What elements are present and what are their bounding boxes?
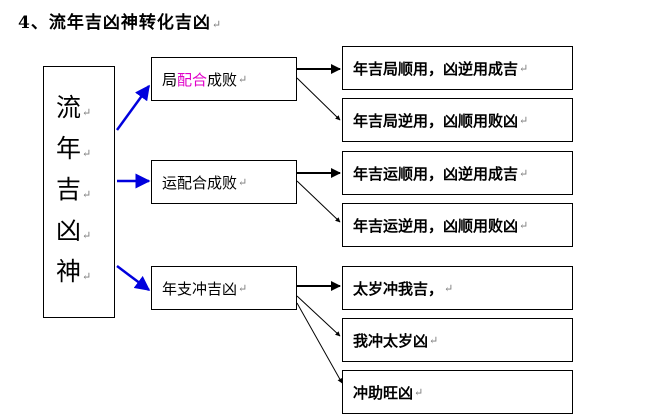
paragraph-mark-icon: ↵ — [444, 281, 454, 295]
group-label: 成败 — [207, 70, 238, 89]
blue-arrow — [116, 265, 151, 291]
root-char: 年↵ — [56, 133, 92, 163]
paragraph-mark-icon: ↵ — [238, 175, 248, 189]
blue-arrow — [115, 84, 151, 131]
root-char: 吉↵ — [56, 174, 92, 204]
paragraph-mark-icon: ↵ — [211, 18, 223, 31]
leaf-box: 年吉局逆用，凶顺用败凶↵ — [342, 98, 573, 142]
paragraph-mark-icon: ↵ — [519, 113, 529, 127]
leaf-label: 我冲太岁凶 — [353, 331, 429, 350]
paragraph-mark-icon: ↵ — [82, 187, 92, 201]
group-label: 运配合成败 — [162, 173, 238, 192]
root-char: 神↵ — [56, 256, 92, 286]
title-text: 4、流年吉凶神转化吉凶 — [18, 13, 211, 33]
leaf-label: 年吉局顺用，凶逆用成吉 — [353, 59, 519, 78]
group-box-nianzhi: 年支冲吉凶↵ — [151, 266, 297, 310]
paragraph-mark-icon: ↵ — [519, 218, 529, 232]
paragraph-mark-icon: ↵ — [238, 72, 248, 86]
group-box-ju: 局配合成败↵ — [151, 57, 297, 101]
group-label: 局 — [162, 70, 178, 89]
paragraph-mark-icon: ↵ — [519, 166, 529, 180]
paragraph-mark-icon: ↵ — [82, 228, 92, 242]
leaf-box: 年吉运顺用，凶逆用成吉↵ — [342, 151, 573, 195]
paragraph-mark-icon: ↵ — [82, 146, 92, 160]
paragraph-mark-icon: ↵ — [519, 61, 529, 75]
leaf-box: 年吉局顺用，凶逆用成吉↵ — [342, 46, 573, 90]
group-label-highlight: 配合 — [177, 70, 208, 89]
leaf-box: 年吉运逆用，凶顺用败凶↵ — [342, 203, 573, 247]
leaf-label: 太岁冲我吉， — [353, 279, 444, 298]
group-box-yun: 运配合成败↵ — [151, 160, 297, 204]
leaf-label: 冲助旺凶 — [353, 383, 414, 402]
black-arrow — [296, 302, 343, 384]
root-char: 流↵ — [56, 92, 92, 122]
black-arrow — [296, 180, 341, 223]
paragraph-mark-icon: ↵ — [429, 333, 439, 347]
paragraph-mark-icon: ↵ — [414, 385, 424, 399]
root-char: 凶↵ — [56, 215, 92, 245]
black-arrow — [296, 295, 341, 337]
leaf-box: 太岁冲我吉，↵ — [342, 266, 573, 310]
leaf-label: 年吉局逆用，凶顺用败凶 — [353, 111, 519, 130]
leaf-box: 冲助旺凶↵ — [342, 370, 573, 414]
diagram-title: 4、流年吉凶神转化吉凶↵ — [18, 8, 222, 33]
leaf-label: 年吉运逆用，凶顺用败凶 — [353, 216, 519, 235]
paragraph-mark-icon: ↵ — [82, 269, 92, 283]
leaf-label: 年吉运顺用，凶逆用成吉 — [353, 164, 519, 183]
leaf-box: 我冲太岁凶↵ — [342, 318, 573, 362]
paragraph-mark-icon: ↵ — [82, 105, 92, 119]
black-arrow — [296, 77, 341, 121]
paragraph-mark-icon: ↵ — [238, 281, 248, 295]
group-label: 年支冲吉凶 — [162, 279, 238, 298]
root-box: 流↵ 年↵ 吉↵ 凶↵ 神↵ — [43, 66, 115, 318]
